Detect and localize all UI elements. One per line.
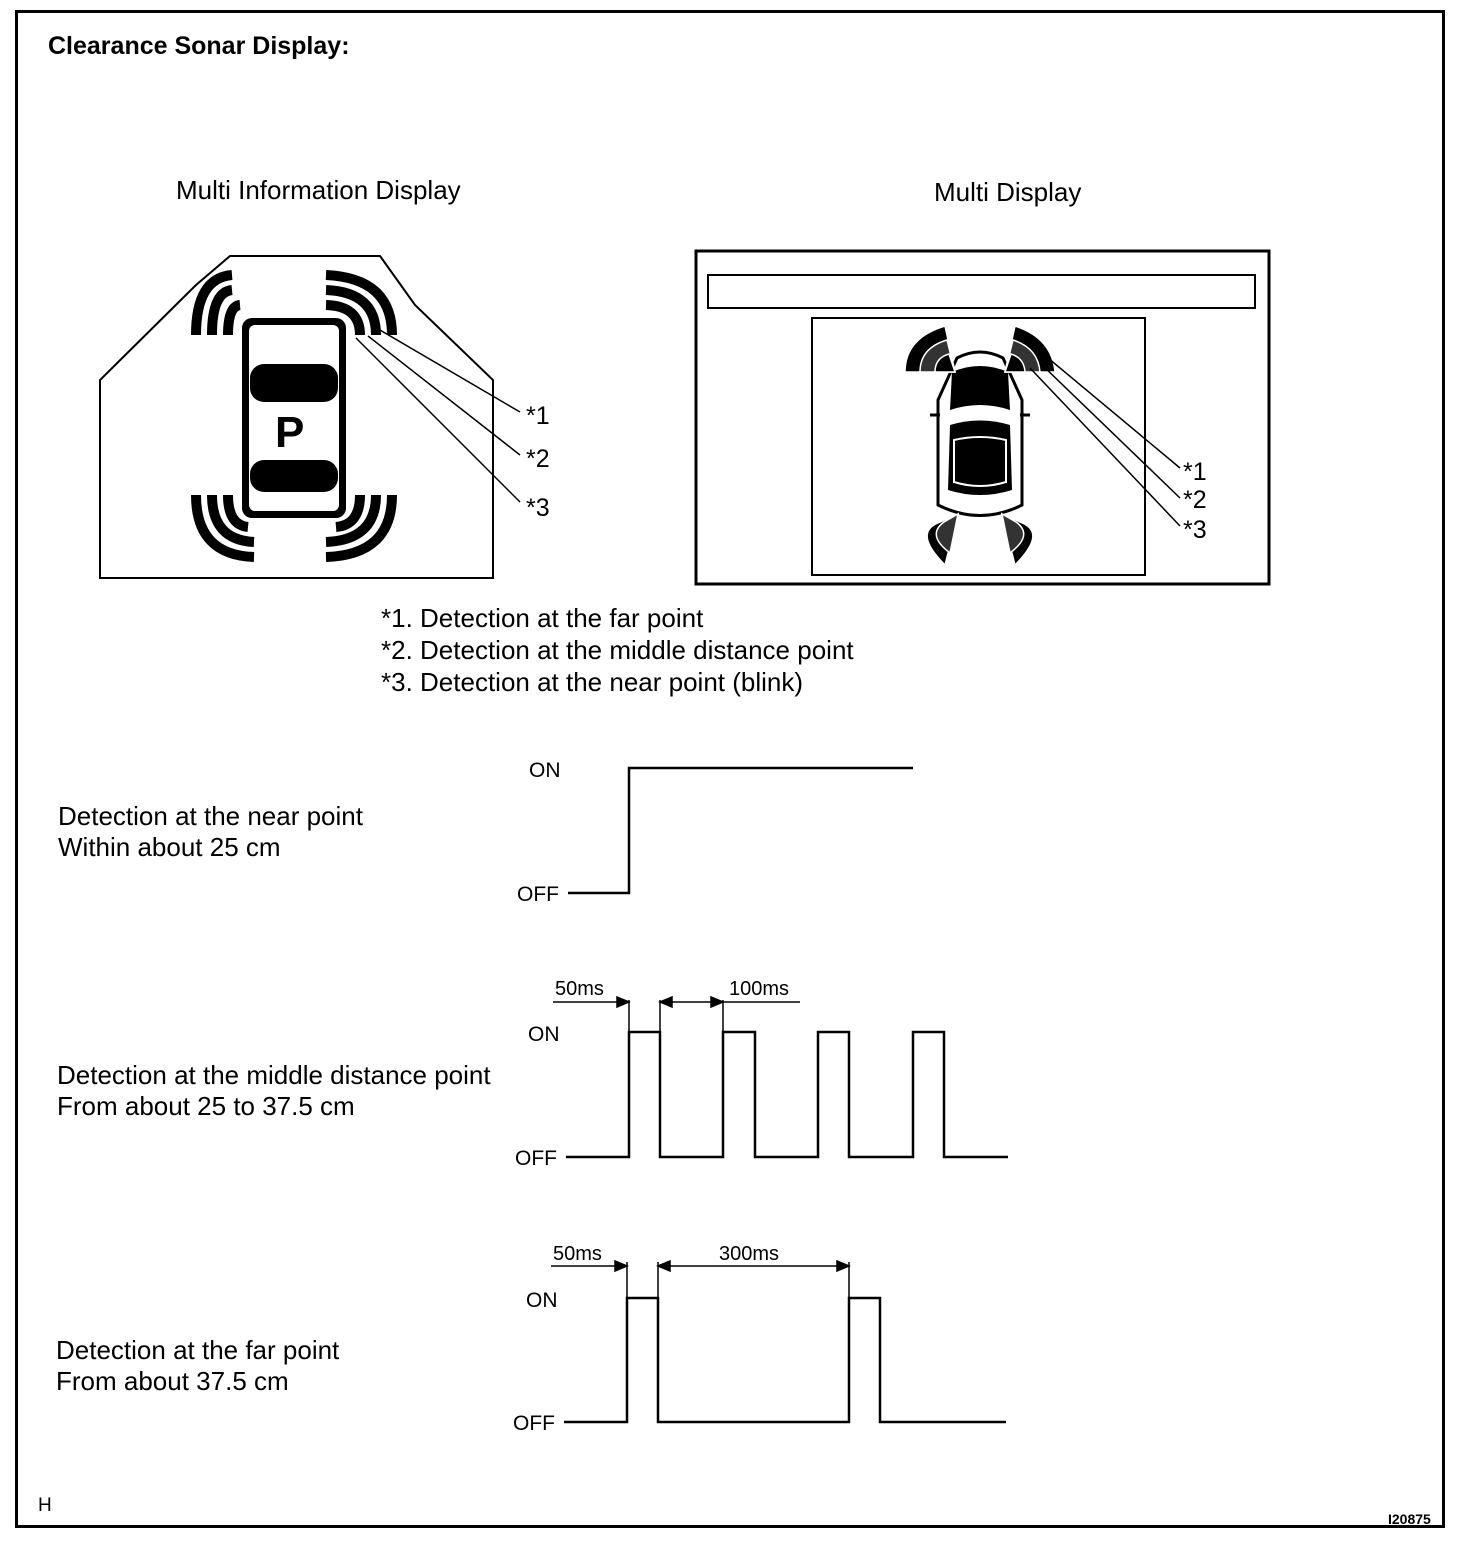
mid-sensor-rear-left [191,494,255,562]
mid-marker-3: *3 [526,494,550,522]
middle-on-label: ON [528,1023,560,1046]
near-point-waveform [568,766,913,895]
far-on-duration: 50ms [553,1243,602,1265]
multi-display-caption: Multi Display [934,177,1082,207]
middle-off-duration: 100ms [729,978,790,1000]
far-off-duration: 300ms [719,1243,780,1265]
far-point-dimensions [551,1259,851,1298]
md-sensor-rear-right [1000,512,1034,567]
near-point-range: Within about 25 cm [58,832,281,862]
mid-leader-lines [355,329,521,503]
md-car-top-view [930,350,1030,517]
middle-point-dimensions [553,995,800,1032]
mid-sensor-front-right [325,270,397,336]
mid-car-rear-window [250,460,338,492]
park-indicator: P [275,408,305,457]
middle-off-label: OFF [515,1147,557,1170]
near-on-label: ON [529,759,561,782]
middle-point-waveform [566,1030,1008,1159]
near-off-label: OFF [517,883,559,906]
figure-frame [15,10,1445,1528]
mid-sensor-rear-right [325,494,397,562]
md-sensor-rear-left [926,512,960,567]
figure-code: I20875 [1388,1511,1431,1527]
mid-car-windshield [250,364,338,402]
middle-on-duration: 50ms [555,978,604,1000]
figure-title: Clearance Sonar Display: [48,32,350,60]
mid-sensor-front-left [191,270,242,336]
far-off-label: OFF [513,1412,555,1435]
note-near-point: *3. Detection at the near point (blink) [381,667,804,697]
far-point-range: From about 37.5 cm [56,1366,289,1396]
far-on-label: ON [526,1289,558,1312]
mid-marker-2: *2 [526,445,550,473]
far-point-waveform [564,1296,1006,1424]
far-point-label: Detection at the far point [56,1335,340,1365]
note-middle-point: *2. Detection at the middle distance poi… [381,635,854,665]
md-marker-3: *3 [1183,516,1207,544]
md-sensor-front-left [904,325,957,373]
note-far-point: *1. Detection at the far point [381,603,704,633]
md-marker-2: *2 [1183,486,1207,514]
md-marker-1: *1 [1183,458,1207,486]
mid-marker-1: *1 [526,402,550,430]
near-point-label: Detection at the near point [58,801,363,831]
middle-point-label: Detection at the middle distance point [57,1060,491,1090]
middle-point-range: From about 25 to 37.5 cm [57,1091,355,1121]
md-leader-lines [1029,357,1181,527]
multi-information-display-caption: Multi Information Display [176,175,461,205]
footer-letter: H [38,1495,52,1516]
md-status-bar [707,274,1256,309]
md-sensor-front-right [1003,325,1056,373]
